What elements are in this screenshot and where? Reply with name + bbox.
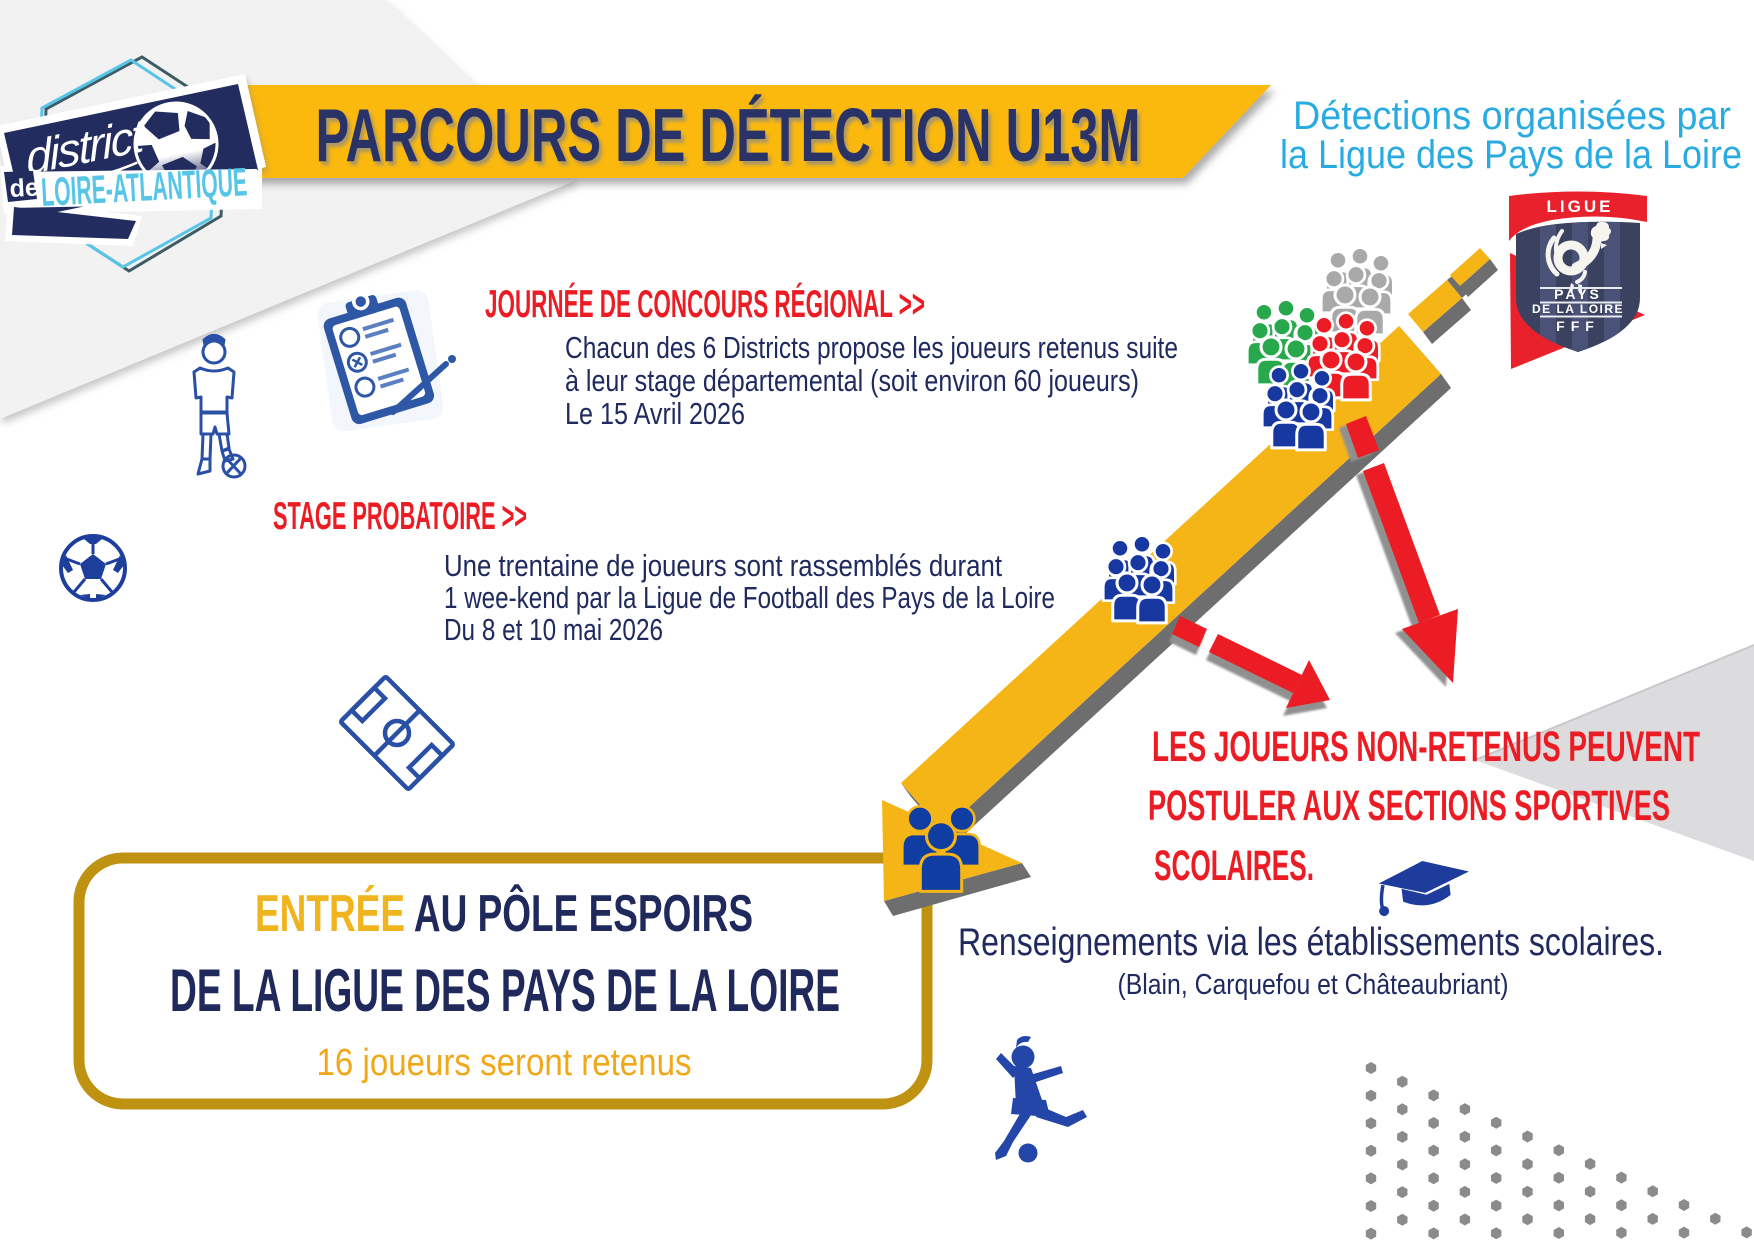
svg-text:STAGE PROBATOIRE >>: STAGE PROBATOIRE >> (273, 495, 527, 538)
svg-text:LES JOUEURS NON-RETENUS PEUVEN: LES JOUEURS NON-RETENUS PEUVENT (1152, 723, 1700, 771)
svg-text:Chacun des 6 Districts propose: Chacun des 6 Districts propose les joueu… (565, 330, 1178, 365)
svg-text:Détections organisées par: Détections organisées par (1293, 94, 1731, 138)
svg-text:Renseignements via les établis: Renseignements via les établissements sc… (958, 921, 1664, 964)
svg-text:Le 15 Avril 2026: Le 15 Avril 2026 (565, 396, 745, 431)
svg-text:LIGUE: LIGUE (1547, 197, 1614, 216)
svg-text:POSTULER AUX SECTIONS SPORTIVE: POSTULER AUX SECTIONS SPORTIVES (1148, 782, 1670, 830)
svg-text:JOURNÉE DE CONCOURS RÉGIONAL >: JOURNÉE DE CONCOURS RÉGIONAL >> (485, 282, 925, 326)
svg-text:DE LA LIGUE DES PAYS DE LA LOI: DE LA LIGUE DES PAYS DE LA LOIRE (170, 957, 840, 1024)
svg-text:PAYS: PAYS (1554, 286, 1602, 302)
svg-text:(Blain, Carquefou et Châteaubr: (Blain, Carquefou et Châteaubriant) (1118, 969, 1509, 1001)
svg-text:à leur stage départemental (so: à leur stage départemental (soit environ… (565, 363, 1139, 398)
svg-text:Du 8 et 10 mai 2026: Du 8 et 10 mai 2026 (444, 612, 663, 647)
svg-text:DE LA LOIRE: DE LA LOIRE (1532, 302, 1624, 316)
svg-text:PARCOURS DE DÉTECTION U13M: PARCOURS DE DÉTECTION U13M (316, 93, 1141, 177)
svg-text:FFF: FFF (1556, 318, 1600, 334)
svg-text:LOIRE-ATLANTIQUE: LOIRE-ATLANTIQUE (40, 160, 248, 215)
svg-text:PARCOURS DE DÉTECTION U13M: PARCOURS DE DÉTECTION U13M (319, 97, 1144, 181)
svg-text:Une trentaine de joueurs sont: Une trentaine de joueurs sont rassemblés… (444, 548, 1002, 583)
svg-text:de: de (9, 173, 40, 202)
svg-text:1 wee-kend par la Ligue de Foo: 1 wee-kend par la Ligue de Football des … (444, 580, 1055, 615)
svg-text:SCOLAIRES.: SCOLAIRES. (1154, 842, 1314, 890)
svg-text:16 joueurs seront retenus: 16 joueurs seront retenus (317, 1042, 692, 1084)
svg-text:ENTRÉE AU PÔLE ESPOIRS: ENTRÉE AU PÔLE ESPOIRS (255, 884, 753, 943)
svg-text:la Ligue des Pays de la Loire: la Ligue des Pays de la Loire (1280, 133, 1742, 177)
